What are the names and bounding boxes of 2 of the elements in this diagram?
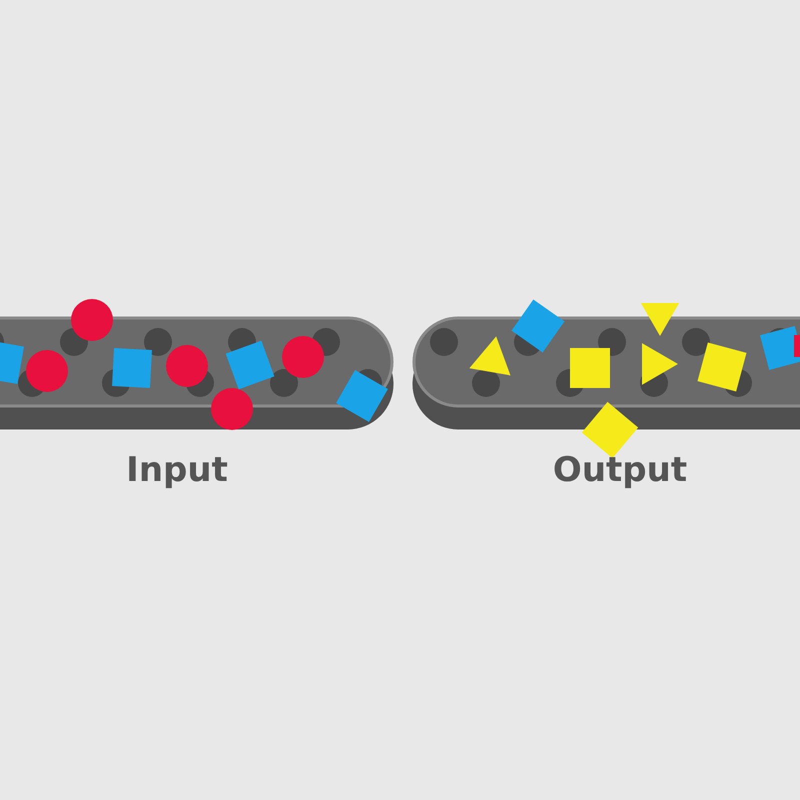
belt-label: Output [552, 450, 688, 490]
belt-label: Input [126, 450, 228, 490]
